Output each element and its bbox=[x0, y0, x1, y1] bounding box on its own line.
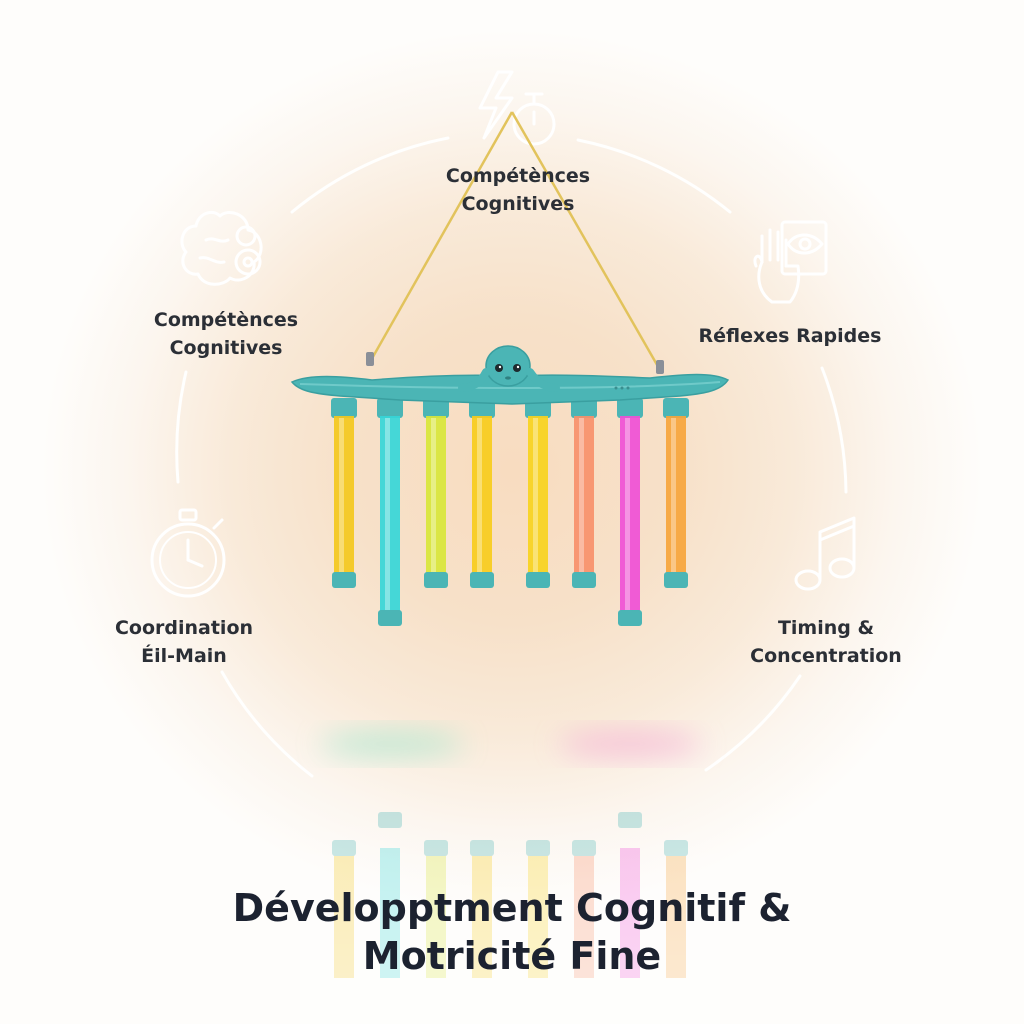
floor-glow-cyan bbox=[320, 732, 464, 756]
ring-arc-bottom-left bbox=[220, 670, 314, 778]
tube-2 bbox=[377, 398, 403, 626]
skill-label-right-bottom: Timing &Concentration bbox=[750, 617, 902, 667]
skill-label-right-top: Réflexes Rapides bbox=[698, 325, 882, 347]
toy-body-bar bbox=[290, 373, 730, 405]
octopus-mascot bbox=[458, 345, 560, 392]
ring-arc-right bbox=[820, 366, 848, 494]
hand-eye-icon bbox=[753, 220, 828, 304]
tube-7 bbox=[617, 398, 643, 626]
toy-tubes bbox=[331, 398, 689, 626]
ring-arc-left bbox=[175, 370, 188, 484]
lightning-stopwatch-icon bbox=[478, 70, 556, 146]
tube-4 bbox=[469, 398, 495, 588]
brain-gears-icon bbox=[180, 210, 263, 286]
tube-8 bbox=[663, 398, 689, 588]
hanging-cords bbox=[368, 111, 662, 371]
ring-arc-top-right bbox=[576, 138, 732, 214]
tube-6 bbox=[571, 398, 597, 588]
tube-5 bbox=[525, 398, 551, 588]
floor-glow-pink bbox=[558, 732, 702, 756]
page-title: Développtment Cognitif &Motricité Fine bbox=[232, 886, 792, 978]
stopwatch-icon bbox=[150, 508, 226, 598]
tube-3 bbox=[423, 398, 449, 588]
ring-arc-top-left bbox=[290, 136, 450, 214]
ring-arc-bottom-right bbox=[704, 674, 802, 772]
tube-1 bbox=[331, 398, 357, 588]
music-note-icon bbox=[794, 516, 856, 591]
